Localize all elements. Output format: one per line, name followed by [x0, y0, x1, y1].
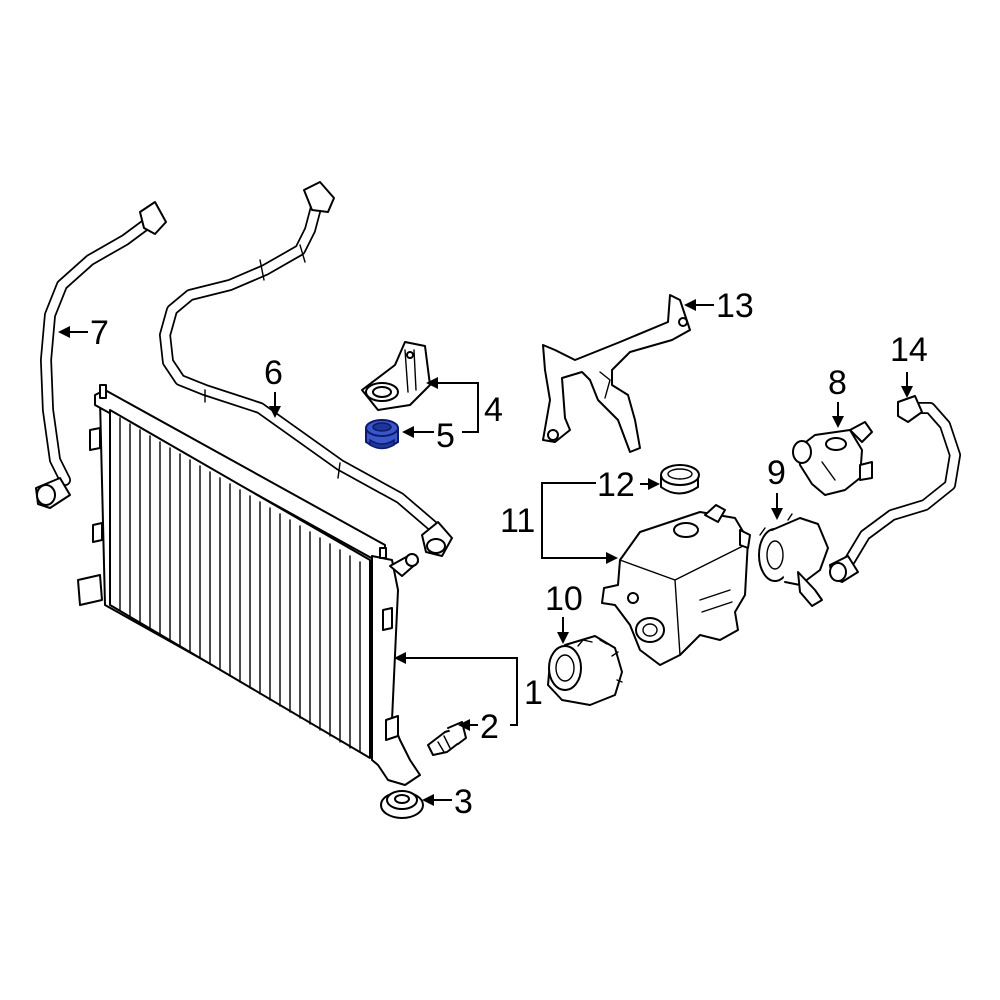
- callout-13: 13: [716, 287, 754, 325]
- radiator[interactable]: [77, 384, 421, 786]
- callout-14: 14: [890, 331, 928, 369]
- bypass-hose[interactable]: [829, 395, 961, 583]
- callout-8: 8: [828, 364, 847, 402]
- drain-plug[interactable]: [427, 721, 467, 756]
- reservoir-cap[interactable]: [660, 464, 700, 495]
- upper-mount-bracket[interactable]: [361, 341, 431, 411]
- callout-7: 7: [90, 314, 109, 352]
- callout-1: 1: [524, 674, 543, 712]
- callout-5: 5: [436, 417, 455, 455]
- electric-pump-gear[interactable]: [547, 635, 623, 706]
- callout-9: 9: [767, 454, 786, 492]
- lower-mount-grommet[interactable]: [380, 790, 424, 819]
- callout-4: 4: [484, 391, 503, 429]
- radiator-fins: [119, 417, 361, 753]
- callout-6: 6: [264, 354, 283, 392]
- reservoir-bracket[interactable]: [542, 294, 691, 453]
- thermostat-housing[interactable]: [792, 421, 873, 496]
- coolant-reservoir[interactable]: [601, 504, 751, 666]
- lower-radiator-hose[interactable]: [35, 201, 167, 509]
- callout-leaders: [58, 299, 913, 806]
- callout-12: 12: [597, 466, 635, 504]
- callout-2: 2: [480, 708, 499, 746]
- upper-mount-insulator[interactable]: [365, 419, 399, 450]
- callout-labels: 1 2 3 4 5 6 7 8 9 10 11 12 13 14: [90, 287, 928, 821]
- callout-3: 3: [454, 783, 473, 821]
- callout-10: 10: [545, 580, 583, 618]
- upper-radiator-hose[interactable]: [159, 181, 453, 557]
- auxiliary-water-pump[interactable]: [758, 513, 829, 607]
- callout-11: 11: [500, 502, 535, 540]
